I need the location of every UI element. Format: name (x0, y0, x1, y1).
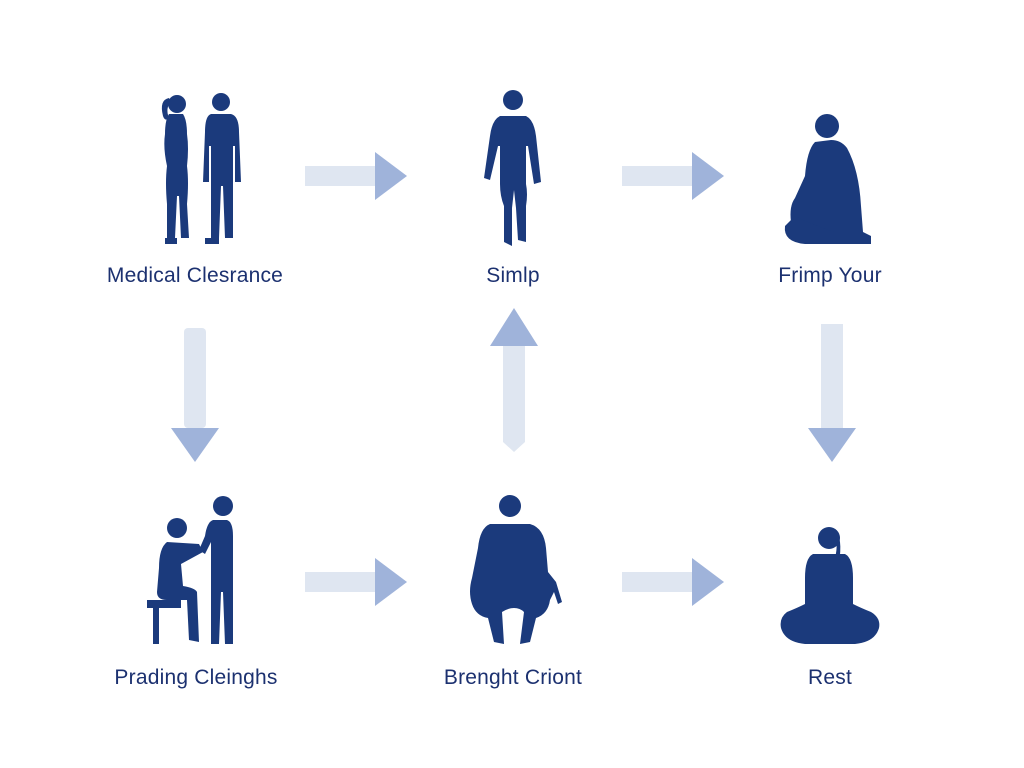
arrow-up-icon (490, 308, 538, 452)
arrow-down-icon (171, 328, 219, 462)
step-label: Simlp (486, 264, 540, 287)
step-brenght-criont: Brenght Criont (383, 492, 643, 690)
squatting-person-icon (470, 495, 562, 644)
arrow-down-icon (808, 324, 856, 462)
step-simlp: Simlp (383, 86, 643, 288)
therapist-assist-icon (147, 496, 233, 644)
arrow-right-icon (622, 558, 724, 606)
arrow-right-icon (305, 152, 407, 200)
meditating-person-icon (780, 527, 880, 644)
step-prading-cleinghs: Prading Cleinghs (66, 492, 326, 690)
walking-person-icon (484, 90, 541, 246)
step-label: Frimp Your (778, 264, 882, 287)
two-people-standing-icon (161, 93, 241, 244)
step-frimp-your: Frimp Your (700, 86, 960, 288)
step-label: Rest (808, 666, 852, 689)
step-label: Medical Clesrance (106, 264, 284, 287)
step-medical-clearance: Medical Clesrance (65, 86, 325, 288)
step-label: Prading Cleinghs (114, 666, 278, 689)
arrow-right-icon (305, 558, 407, 606)
step-label: Brenght Criont (443, 666, 583, 689)
seated-person-icon (784, 114, 871, 244)
arrow-right-icon (622, 152, 724, 200)
step-rest: Rest (700, 492, 960, 690)
